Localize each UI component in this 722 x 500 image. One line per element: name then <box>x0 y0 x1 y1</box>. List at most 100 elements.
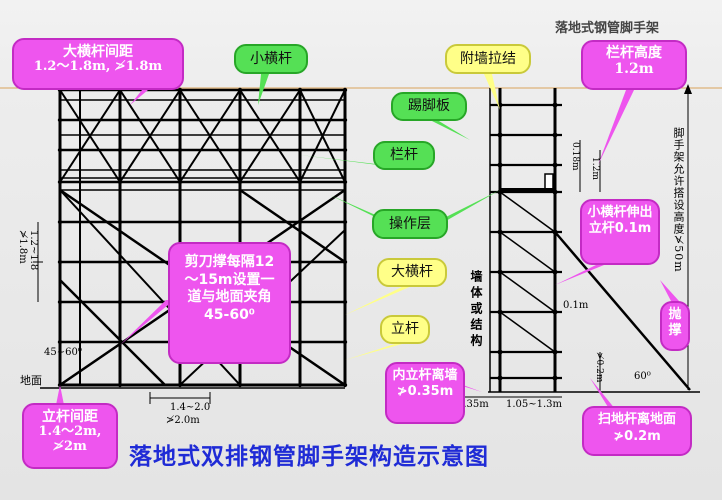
brace-up-b-3 <box>239 89 301 183</box>
section-diag-2 <box>499 271 556 313</box>
clamp-dot <box>237 382 243 388</box>
guard-height-1-label: 0.18m <box>570 142 580 171</box>
outer-span-label: 1.05~1.3m <box>506 399 563 410</box>
leader-upright <box>345 342 409 360</box>
cross-brace-3 <box>59 279 166 386</box>
clamp-dot <box>117 382 123 388</box>
height-arrow-head <box>684 84 692 94</box>
diagram-title: 落地式双排钢管脚手架构造示意图 <box>129 444 489 470</box>
wall-structure-label: 墙体或结构 <box>469 270 483 350</box>
node-out <box>552 375 558 381</box>
sweep-height-label: ≯0.2m <box>594 352 604 383</box>
leader-wall-tie <box>484 74 500 110</box>
callout-ledger: 大横杆 <box>377 258 447 287</box>
header-title: 落地式钢管脚手架 <box>555 21 660 36</box>
clamp-dot <box>342 117 348 123</box>
clamp-dot <box>177 382 183 388</box>
clamp-dot <box>57 219 63 225</box>
clamp-dot <box>297 339 303 345</box>
node-out <box>552 162 558 168</box>
clamp-dot <box>117 179 123 185</box>
callout-upright-spacing: 立杆间距 1.4～2m, ≯2m <box>22 403 118 469</box>
angle-label-right: 60⁰ <box>634 371 651 382</box>
callout-horizontal-bar-spacing: 大横杆间距 1.2～1.8m, ≯1.8m <box>12 38 184 90</box>
clamp-dot <box>177 179 183 185</box>
clamp-dot <box>117 147 123 153</box>
clamp-dot <box>57 339 63 345</box>
leader-upright-spacing <box>56 385 64 405</box>
node-in <box>497 375 503 381</box>
clamp-dot <box>117 117 123 123</box>
node-in <box>497 349 503 355</box>
clamp-dot <box>237 179 243 185</box>
raking-shore <box>554 231 691 391</box>
clamp-dot <box>237 147 243 153</box>
leader-ledger <box>345 285 414 315</box>
bottom-span-max-label: ≯2.0m <box>166 415 200 426</box>
clamp-dot <box>297 259 303 265</box>
node-in <box>497 132 503 138</box>
callout-wall-tie: 附墙拉结 <box>445 44 531 74</box>
clamp-dot <box>342 219 348 225</box>
leader-shore <box>660 280 679 301</box>
clamp-dot <box>342 299 348 305</box>
clamp-dot <box>57 259 63 265</box>
callout-upright: 立杆 <box>380 315 430 344</box>
protrude-label: 0.1m <box>563 300 589 311</box>
leader-railing-height <box>598 90 634 165</box>
clamp-dot <box>342 259 348 265</box>
clamp-dot <box>237 219 243 225</box>
inner-gap-label: 0.35m <box>457 399 489 410</box>
clamp-dot <box>237 117 243 123</box>
height-limit-label: 脚手架允许搭设高度≯50m <box>672 127 685 273</box>
callout-working-layer: 操作层 <box>372 209 448 239</box>
clamp-dot <box>177 147 183 153</box>
cross-brace-4 <box>239 188 346 264</box>
callout-railing: 栏杆 <box>373 141 435 170</box>
clamp-dot <box>117 259 123 265</box>
leader-toe-board <box>426 118 470 140</box>
callout-toe-board: 踢脚板 <box>391 92 467 121</box>
leader-spacing <box>130 85 154 105</box>
clamp-dot <box>297 219 303 225</box>
brace-up-b-2 <box>179 89 241 183</box>
leader-protrusion <box>555 265 604 285</box>
callout-railing-height: 栏杆高度 1.2m <box>581 40 687 90</box>
leader-bracing <box>120 300 174 345</box>
callout-small-crossbar: 小横杆 <box>234 44 308 74</box>
node-out <box>552 132 558 138</box>
clamp-dot <box>342 147 348 153</box>
clamp-dot <box>297 147 303 153</box>
clamp-dot <box>297 87 303 93</box>
toe-board <box>544 173 554 191</box>
clamp-dot <box>342 339 348 345</box>
callout-crossbar-protrusion: 小横杆伸出立杆0.1m <box>580 199 660 265</box>
angle-label-left: 45~60⁰ <box>44 347 82 358</box>
clamp-dot <box>57 299 63 305</box>
section-diag-0 <box>499 191 556 233</box>
brace-up-b-1 <box>119 89 181 183</box>
left-height-dimension: 1.2~1.8 ≯1.8m <box>17 230 39 271</box>
bottom-span-label: 1.4~2.0 <box>170 402 211 413</box>
clamp-dot <box>57 117 63 123</box>
clamp-dot <box>117 219 123 225</box>
brace-up-b-0 <box>59 89 121 183</box>
clamp-dot <box>117 339 123 345</box>
brace-up-b-4 <box>299 89 346 183</box>
node-out <box>552 102 558 108</box>
callout-raking-shore: 抛撑 <box>660 301 690 351</box>
clamp-dot <box>297 179 303 185</box>
clamp-dot <box>237 87 243 93</box>
clamp-dot <box>342 179 348 185</box>
clamp-dot <box>342 382 348 388</box>
callout-cross-bracing: 剪刀撑每隔12～15m设置一道与地面夹角45-60⁰ <box>168 242 291 364</box>
clamp-dot <box>297 382 303 388</box>
clamp-dot <box>57 147 63 153</box>
clamp-dot <box>297 299 303 305</box>
clamp-dot <box>117 299 123 305</box>
clamp-dot <box>297 117 303 123</box>
guard-height-2-label: 1.2m <box>590 157 600 180</box>
leader-working-layer <box>436 190 500 222</box>
clamp-dot <box>57 179 63 185</box>
